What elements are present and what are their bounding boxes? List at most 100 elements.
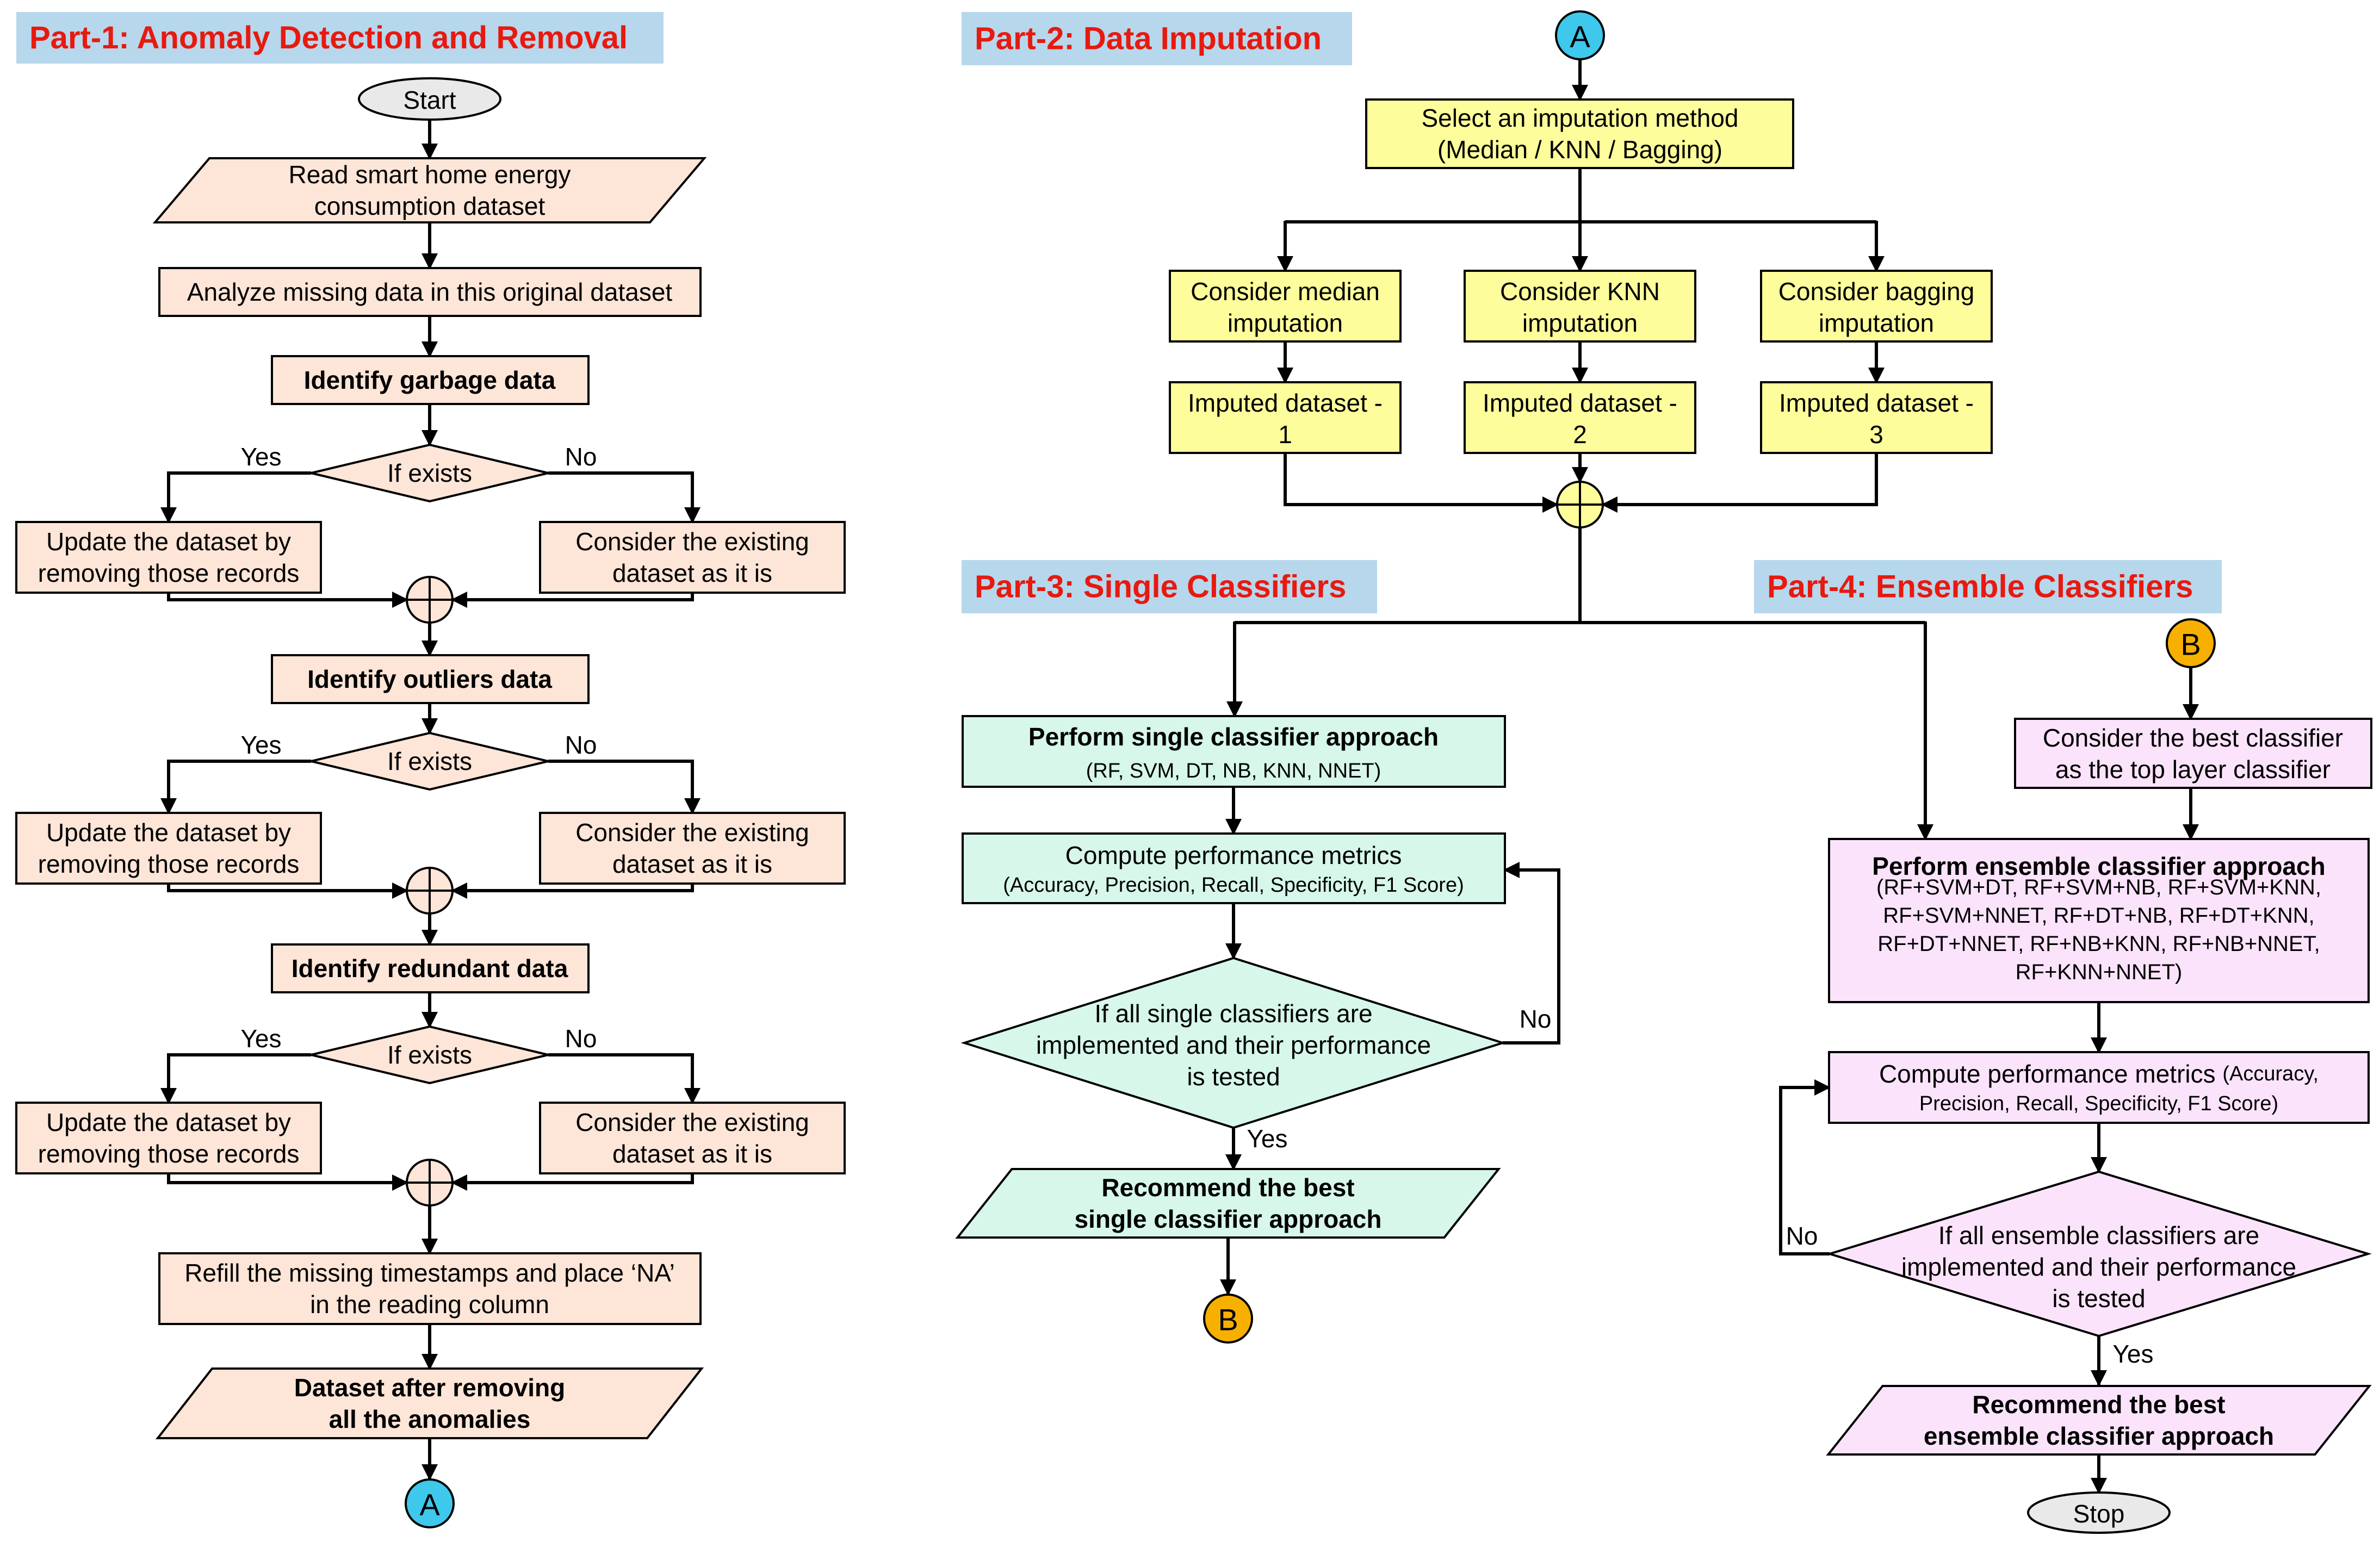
identify-outliers-update-label: removing those records [38, 850, 300, 878]
connector-line [167, 882, 408, 899]
single-classifier-label: Perform single classifier approach [1028, 723, 1439, 751]
identify-redundant-consider-label: dataset as it is [612, 1140, 772, 1168]
ensemble-recommend-output [1826, 1385, 2372, 1456]
ensemble-done-label: implemented and their performance [1901, 1253, 2296, 1281]
identify-outliers-label: Identify outliers data [307, 665, 552, 693]
identify-garbage-decision [311, 443, 549, 503]
identify-outliers-decision [311, 731, 549, 791]
connector-line [451, 592, 694, 608]
method-bagging-box [1760, 270, 1993, 343]
identify-outliers-update-label: Update the dataset by [46, 818, 291, 847]
refill-label: in the reading column [310, 1290, 549, 1319]
identify-garbage-box [271, 355, 590, 405]
single-classifier-list: (RF, SVM, DT, NB, KNN, NNET) [1086, 760, 1381, 782]
ensemble-metrics-label: Compute performance metrics (Accuracy, [1879, 1060, 2319, 1088]
part2-title-bg [962, 12, 1352, 65]
connector-b-in [2166, 618, 2216, 668]
identify-outliers-consider-label: Consider the existing [575, 818, 809, 847]
method-knn-label: imputation [1522, 309, 1638, 337]
start-label: Start [403, 86, 456, 114]
method-bagging-label: imputation [1819, 309, 1934, 337]
imputed-dataset-2-label: 2 [1573, 420, 1587, 449]
connector-line [1284, 453, 1559, 513]
ensemble-classifier-list: RF+DT+NNET, RF+NB+KNN, RF+NB+NNET, [1877, 932, 2320, 956]
refill-box [158, 1252, 702, 1325]
select-method-box [1365, 98, 1794, 169]
identify-redundant-consider-box [539, 1102, 846, 1174]
identify-redundant-update-box [15, 1102, 322, 1174]
method-knn-box [1464, 270, 1696, 343]
identify-redundant-label: Identify redundant data [292, 954, 568, 983]
part4-title: Part-4: Ensemble Classifiers [1767, 569, 2193, 605]
part3-title: Part-3: Single Classifiers [975, 569, 1346, 605]
connector-a-in [1555, 10, 1605, 60]
identify-outliers-merge [406, 867, 454, 915]
single-metrics-label: Compute performance metrics [1065, 841, 1402, 869]
identify-redundant-consider-label: Consider the existing [575, 1108, 809, 1136]
connector-b-in-label: B [2180, 627, 2201, 662]
method-median-label: Consider median [1191, 277, 1380, 306]
connector-line [548, 1053, 701, 1104]
imputation-merge [1556, 481, 1604, 529]
ensemble-classifier-list: RF+SVM+NNET, RF+DT+NB, RF+DT+KNN, [1883, 904, 2314, 928]
top-layer-label: Consider the best classifier [2043, 724, 2343, 752]
connector-line [167, 1173, 408, 1191]
identify-redundant-no: No [565, 1024, 597, 1053]
connector-a-in-label: A [1570, 20, 1590, 54]
connector-a-out-label: A [419, 1488, 440, 1522]
ensemble-recommend-label: ensemble classifier approach [1924, 1422, 2274, 1450]
single-recommend-output [955, 1168, 1501, 1239]
single-done-label: implemented and their performance [1036, 1031, 1431, 1059]
single-classifier-box [962, 715, 1506, 788]
imputed-dataset-1-label: 1 [1278, 420, 1292, 449]
single-done-label: is tested [1187, 1062, 1280, 1091]
connector-line [1503, 862, 1560, 1045]
connector-b-out [1203, 1294, 1253, 1344]
select-method-label: Select an imputation method [1421, 104, 1738, 132]
identify-garbage-decision-label: If exists [387, 459, 472, 487]
refill-label: Refill the missing timestamps and place … [184, 1259, 675, 1287]
single-yes-label: Yes [1247, 1124, 1287, 1153]
imputed-dataset-2-box [1464, 381, 1696, 454]
ensemble-metrics-list: Precision, Recall, Specificity, F1 Score… [1919, 1092, 2278, 1115]
ensemble-metrics-box [1828, 1051, 2370, 1124]
identify-redundant-update-label: removing those records [38, 1140, 300, 1168]
imputed-dataset-2-label: Imputed dataset - [1483, 389, 1677, 417]
identify-outliers-consider-label: dataset as it is [612, 850, 772, 878]
identify-redundant-decision [311, 1025, 549, 1085]
single-done-decision [960, 956, 1507, 1129]
read-dataset-input [152, 157, 707, 223]
part1-title: Part-1: Anomaly Detection and Removal [29, 20, 628, 55]
identify-redundant-box [271, 943, 590, 993]
identify-outliers-no: No [565, 731, 597, 759]
stop-label: Stop [2073, 1500, 2125, 1528]
imputed-dataset-3-label: Imputed dataset - [1779, 389, 1974, 417]
ensemble-recommend-label: Recommend the best [1972, 1390, 2225, 1419]
method-bagging-label: Consider bagging [1778, 277, 1975, 306]
connector-line [548, 471, 701, 524]
anomaly-free-dataset-label: all the anomalies [329, 1405, 531, 1433]
connector-line [160, 471, 311, 524]
identify-outliers-box [271, 654, 590, 704]
ensemble-classifier-label: Perform ensemble classifier approach [1872, 852, 2325, 880]
identify-redundant-decision-label: If exists [387, 1041, 472, 1069]
identify-garbage-merge [406, 576, 454, 624]
identify-garbage-consider-label: Consider the existing [575, 527, 809, 556]
ensemble-metrics-title: Compute performance metrics [1879, 1060, 2222, 1088]
method-median-box [1169, 270, 1402, 343]
single-no-label: No [1520, 1005, 1552, 1033]
imputed-dataset-3-label: 3 [1869, 420, 1883, 449]
imputed-dataset-1-label: Imputed dataset - [1188, 389, 1383, 417]
start-terminal [358, 77, 501, 121]
anomaly-free-dataset-label: Dataset after removing [294, 1373, 566, 1402]
identify-outliers-decision-label: If exists [387, 747, 472, 775]
single-metrics-box [962, 832, 1506, 904]
anomaly-free-dataset-output [155, 1367, 704, 1439]
connector-line [160, 760, 311, 815]
single-recommend-label: Recommend the best [1101, 1173, 1354, 1202]
connector-a-out [405, 1478, 455, 1528]
connector-line [160, 1053, 311, 1104]
ensemble-yes-label: Yes [2112, 1340, 2153, 1368]
